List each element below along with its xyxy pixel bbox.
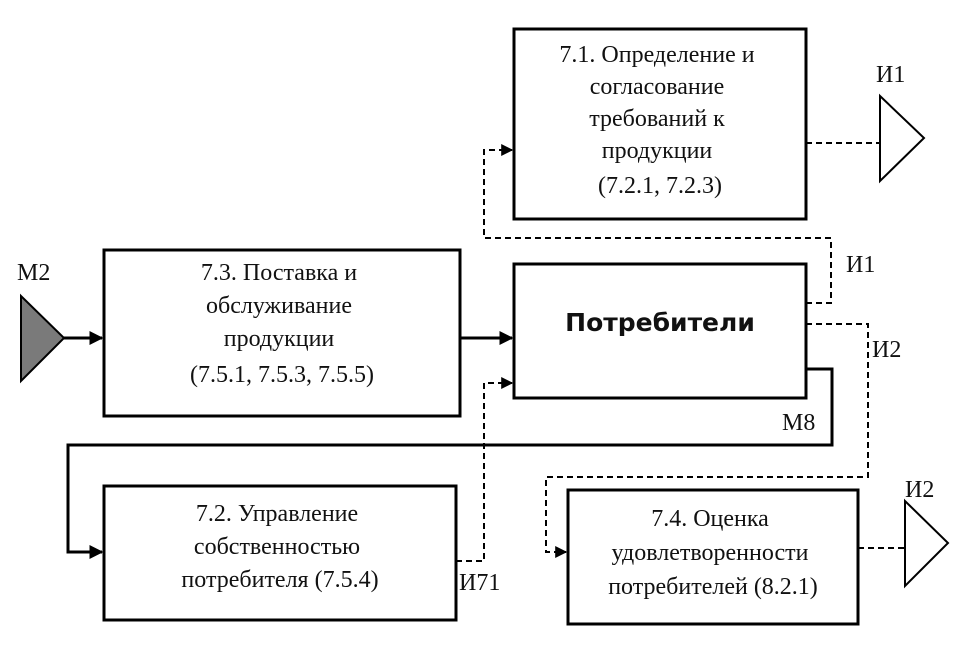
box-supply: 7.3. Поставка и обслуживание продукции (… [102, 248, 462, 418]
svg-text:7.3. Поставка и обслужи: 7.3. Поставка и обслуживание продукции (… [190, 260, 374, 388]
svg-text:7.4. Оценка удовлетворен: 7.4. Оценка удовлетворенности потребител… [608, 506, 818, 600]
input-m2-triangle-icon [20, 293, 66, 384]
box-satisfaction-line: удовлетворенности [612, 540, 809, 566]
label-i71: И71 [459, 570, 500, 596]
box-requirements: 7.1. Определение и согласование требован… [512, 27, 808, 221]
box-requirements-line: (7.2.1, 7.2.3) [598, 173, 722, 199]
output-i1-triangle-icon [879, 93, 926, 184]
dashed-property-to-consumers [456, 377, 514, 562]
box-satisfaction-line: потребителей (8.2.1) [608, 574, 818, 600]
box-property-line: собственностью [194, 534, 360, 560]
label-m8: М8 [782, 410, 815, 436]
svg-text:7.2. Управление собствен: 7.2. Управление собственностью потребите… [181, 501, 378, 593]
arrow-m8-loop [66, 367, 834, 559]
box-consumers: Потребители [512, 262, 808, 400]
box-supply-line: продукции [224, 326, 335, 352]
box-satisfaction-line: 7.4. Оценка [651, 506, 769, 532]
box-supply-line: обслуживание [206, 293, 352, 319]
label-i1-top: И1 [876, 62, 905, 88]
box-requirements-line: продукции [602, 138, 713, 164]
dashed-consumers-to-requirements [483, 144, 832, 304]
box-property-line: 7.2. Управление [196, 501, 358, 527]
box-requirements-line: требований к [589, 106, 725, 132]
box-requirements-line: согласование [590, 74, 725, 100]
label-i2-bottom: И2 [905, 477, 934, 503]
box-satisfaction: 7.4. Оценка удовлетворенности потребител… [566, 488, 860, 626]
label-i2-mid: И2 [872, 337, 901, 363]
output-i2-triangle-icon [904, 498, 950, 589]
dashed-consumers-to-satisfaction [545, 323, 869, 558]
box-property: 7.2. Управление собственностью потребите… [102, 484, 458, 622]
box-requirements-line: 7.1. Определение и [559, 42, 754, 68]
box-property-line: потребителя (7.5.4) [181, 567, 378, 593]
svg-text:7.1. Определение и согла: 7.1. Определение и согласование требован… [559, 42, 760, 199]
box-supply-line: 7.3. Поставка и [201, 260, 357, 286]
label-m2: М2 [17, 260, 50, 286]
box-consumers-title: Потребители [565, 308, 755, 337]
box-supply-line: (7.5.1, 7.5.3, 7.5.5) [190, 362, 374, 388]
label-i1-mid: И1 [846, 252, 875, 278]
